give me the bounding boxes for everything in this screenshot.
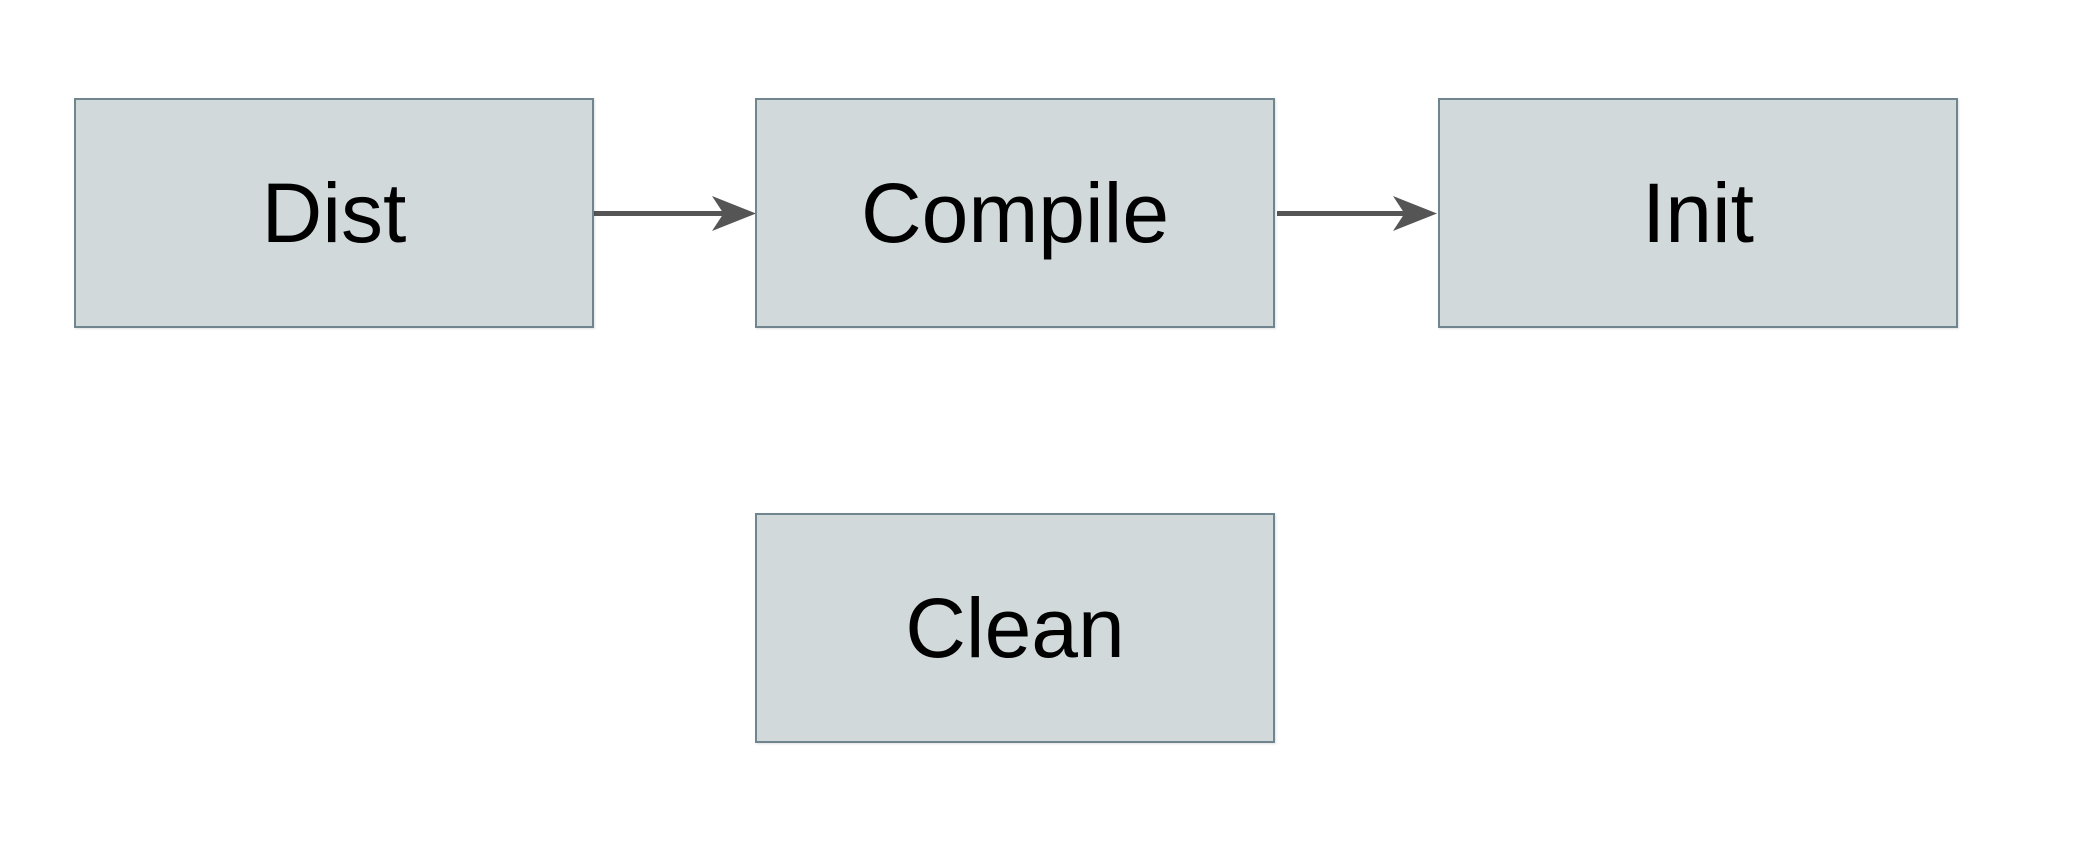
arrow-dist-to-compile [594,196,756,231]
arrow-compile-to-init [1277,196,1437,231]
node-init-label: Init [1641,166,1755,260]
node-init[interactable]: Init [1438,98,1958,328]
node-dist[interactable]: Dist [74,98,594,328]
node-compile-label: Compile [860,166,1170,260]
node-dist-label: Dist [261,166,407,260]
node-clean-label: Clean [905,581,1125,675]
node-compile[interactable]: Compile [755,98,1275,328]
node-clean[interactable]: Clean [755,513,1275,743]
